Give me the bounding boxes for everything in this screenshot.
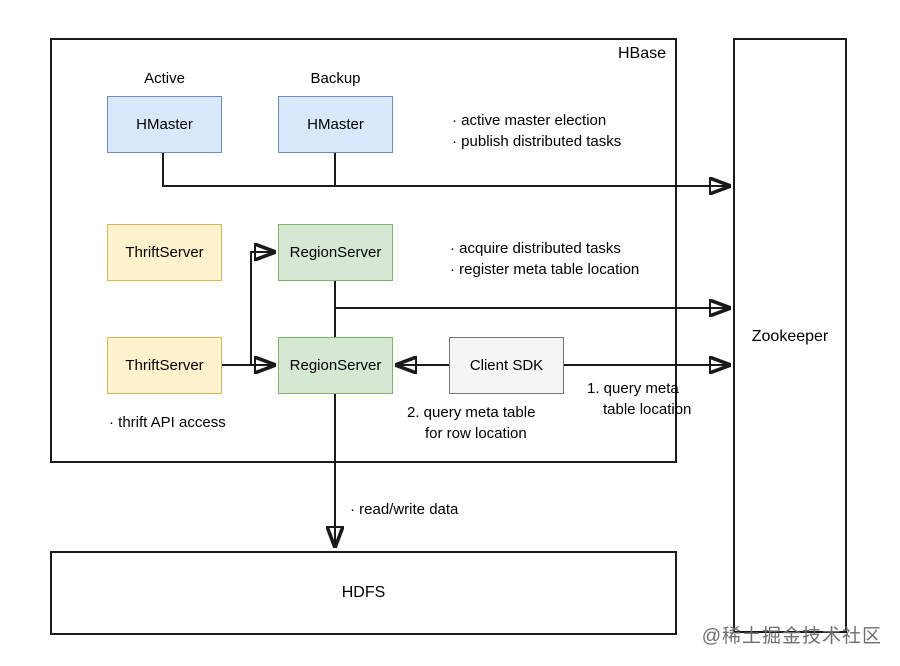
watermark-text: @稀土掘金技术社区	[701, 626, 882, 647]
regionserver-bottom-node: RegionServer	[278, 337, 393, 394]
annotation-thrift-access: · thrift API access	[109, 414, 226, 431]
backup-role-label: Backup	[310, 70, 361, 87]
zookeeper-label: Zookeeper	[751, 328, 829, 345]
regionserver-top-node: RegionServer	[278, 224, 393, 281]
hmaster-active-label: HMaster	[136, 116, 193, 133]
hdfs-label: HDFS	[341, 584, 386, 601]
hmaster-backup-node: HMaster	[278, 96, 393, 153]
annotation-line: for row location	[425, 425, 527, 442]
client-sdk-label: Client SDK	[469, 357, 544, 374]
annotation-line: · register meta table location	[450, 261, 640, 278]
thriftserver-bottom-node: ThriftServer	[107, 337, 222, 394]
annotation-client-regionserver: 2. query meta table for row location	[407, 402, 535, 444]
annotation-line: 1. query meta	[587, 380, 679, 397]
thriftserver-top-node: ThriftServer	[107, 224, 222, 281]
hdfs-container: HDFS	[50, 551, 677, 635]
annotation-client-zookeeper: 1. query meta table location	[587, 378, 691, 420]
annotation-line: · active master election	[452, 112, 607, 129]
thriftserver-top-label: ThriftServer	[125, 244, 204, 261]
hmaster-backup-label: HMaster	[307, 116, 364, 133]
client-sdk-node: Client SDK	[449, 337, 564, 394]
hmaster-active-node: HMaster	[107, 96, 222, 153]
thriftserver-bottom-label: ThriftServer	[125, 357, 204, 374]
annotation-line: 2. query meta table	[407, 404, 536, 421]
hbase-container: HBase	[50, 38, 677, 463]
zookeeper-container: Zookeeper	[733, 38, 847, 633]
annotation-read-write: · read/write data	[350, 501, 459, 518]
annotation-regionserver-zookeeper: · acquire distributed tasks · register m…	[450, 238, 639, 280]
annotation-hmaster-zookeeper: · active master election · publish distr…	[452, 110, 621, 152]
annotation-line: table location	[603, 401, 692, 418]
regionserver-top-label: RegionServer	[289, 244, 382, 261]
annotation-line: · publish distributed tasks	[452, 133, 622, 150]
hbase-label: HBase	[617, 45, 666, 62]
regionserver-bottom-label: RegionServer	[289, 357, 382, 374]
active-role-label: Active	[144, 70, 185, 87]
annotation-line: · acquire distributed tasks	[450, 240, 621, 257]
